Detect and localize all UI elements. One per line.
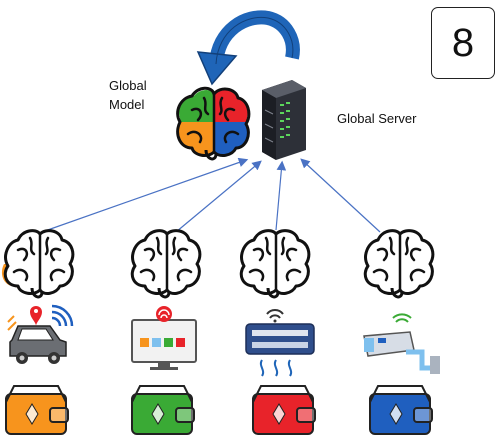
client-brain-red-icon [239,229,311,299]
server-icon [262,80,306,160]
global-model-label: Global Model [109,76,147,114]
orange-wallet-icon [5,385,69,435]
upload-arrow-2 [175,160,262,233]
client-brain-blue-icon [363,229,435,299]
client-brain-orange-icon [1,229,75,299]
global-model-label-line1: Global [109,78,147,93]
car-icon [7,304,74,364]
cycle-arrow-icon [196,10,300,86]
global-model-label-line2: Model [109,97,145,112]
security-camera-icon [363,313,440,374]
air-conditioner-icon [245,309,315,377]
step-number-box: 8 [431,7,495,79]
upload-arrow-3 [275,160,287,231]
client-brain-green-icon [130,229,202,299]
step-number: 8 [451,20,475,65]
green-wallet-icon [131,385,195,435]
upload-arrow-1 [41,157,249,233]
smart-tv-icon [131,306,197,370]
blue-wallet-icon [369,385,433,435]
upload-arrow-4 [300,158,381,233]
red-wallet-icon [252,385,316,435]
global-brain-icon [176,86,251,161]
global-server-label: Global Server [337,111,417,126]
